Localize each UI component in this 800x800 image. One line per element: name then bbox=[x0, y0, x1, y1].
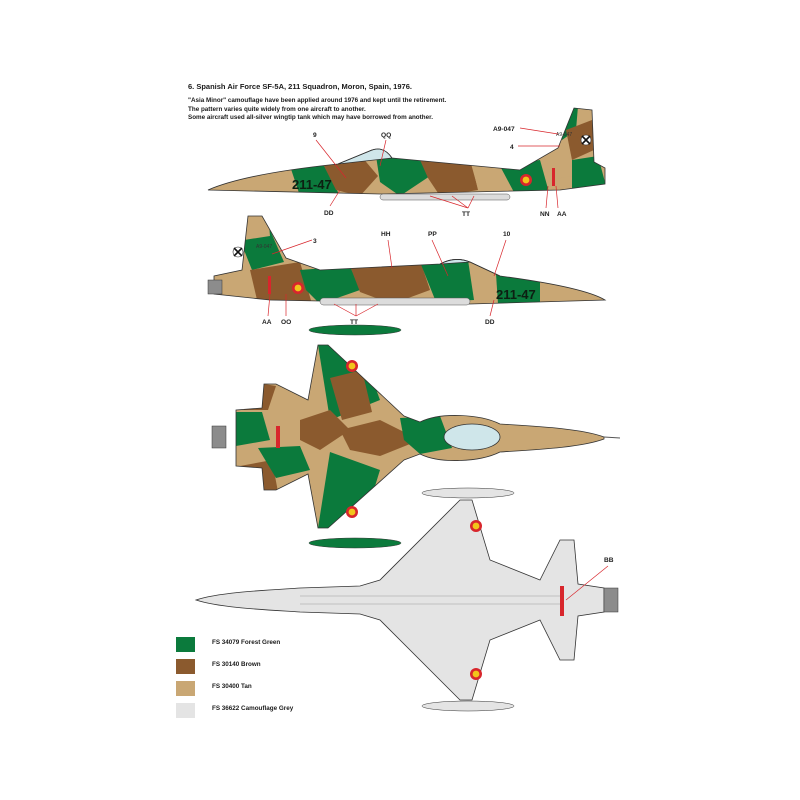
swatch-icon bbox=[176, 681, 195, 696]
legend-label: FS 34079 Forest Green bbox=[212, 639, 281, 646]
callout-tt: TT bbox=[462, 211, 470, 218]
right-profile-callout-lines bbox=[315, 127, 560, 209]
right-profile-aircraft: 211-47 A9-047 bbox=[207, 107, 606, 201]
callout-dd: DD bbox=[324, 210, 334, 217]
left-profile-aircraft: 211-47 A9-047 bbox=[207, 215, 607, 306]
legend-label: FS 30400 Tan bbox=[212, 683, 252, 690]
callout-bb: BB bbox=[604, 557, 614, 564]
note-line-1: "Asia Minor" camouflage have been applie… bbox=[188, 97, 447, 104]
callout-a9-047: A9-047 bbox=[493, 126, 515, 133]
legend-item-grey: FS 36622 Camouflage Grey bbox=[176, 703, 396, 718]
callout-9: 9 bbox=[313, 132, 317, 139]
swatch-icon bbox=[176, 703, 195, 718]
legend-label: FS 36622 Camouflage Grey bbox=[212, 705, 294, 712]
callout-aa-left: AA bbox=[262, 319, 272, 326]
fin-cross-icon bbox=[580, 134, 592, 146]
legend-label: FS 30140 Brown bbox=[212, 661, 261, 668]
legend-item-brown: FS 30140 Brown bbox=[176, 659, 396, 674]
fin-cross-icon bbox=[232, 246, 244, 258]
bottom-view-aircraft bbox=[194, 487, 619, 712]
legend-item-forest-green: FS 34079 Forest Green bbox=[176, 637, 396, 652]
callout-3: 3 bbox=[313, 238, 317, 245]
fuselage-code: 211-47 bbox=[292, 177, 332, 192]
left-profile-callout-lines bbox=[267, 239, 507, 317]
swatch-icon bbox=[176, 637, 195, 652]
swatch-icon bbox=[176, 659, 195, 674]
callout-tt-left: TT bbox=[350, 319, 358, 326]
header: 6. Spanish Air Force SF-5A, 211 Squadron… bbox=[188, 82, 518, 123]
callout-hh: HH bbox=[381, 231, 391, 238]
callout-4: 4 bbox=[510, 144, 514, 151]
fuselage-code-left: 211-47 bbox=[496, 287, 536, 302]
note-line-3: Some aircraft used all-silver wingtip ta… bbox=[188, 114, 433, 122]
callout-10: 10 bbox=[503, 231, 511, 238]
legend-item-tan: FS 30400 Tan bbox=[176, 681, 396, 696]
callout-dd-left: DD bbox=[485, 319, 495, 326]
fin-code-left: A9-047 bbox=[256, 244, 272, 250]
callout-nn: NN bbox=[540, 211, 550, 218]
profile-title: 6. Spanish Air Force SF-5A, 211 Squadron… bbox=[188, 82, 412, 91]
top-view-aircraft bbox=[211, 324, 621, 549]
callout-qq: QQ bbox=[381, 132, 391, 139]
note-line-2: The pattern varies quite widely from one… bbox=[188, 105, 366, 113]
callout-oo: OO bbox=[281, 319, 291, 326]
callout-aa: AA bbox=[557, 211, 567, 218]
callout-pp: PP bbox=[428, 231, 437, 238]
fin-code: A9-047 bbox=[556, 132, 572, 138]
